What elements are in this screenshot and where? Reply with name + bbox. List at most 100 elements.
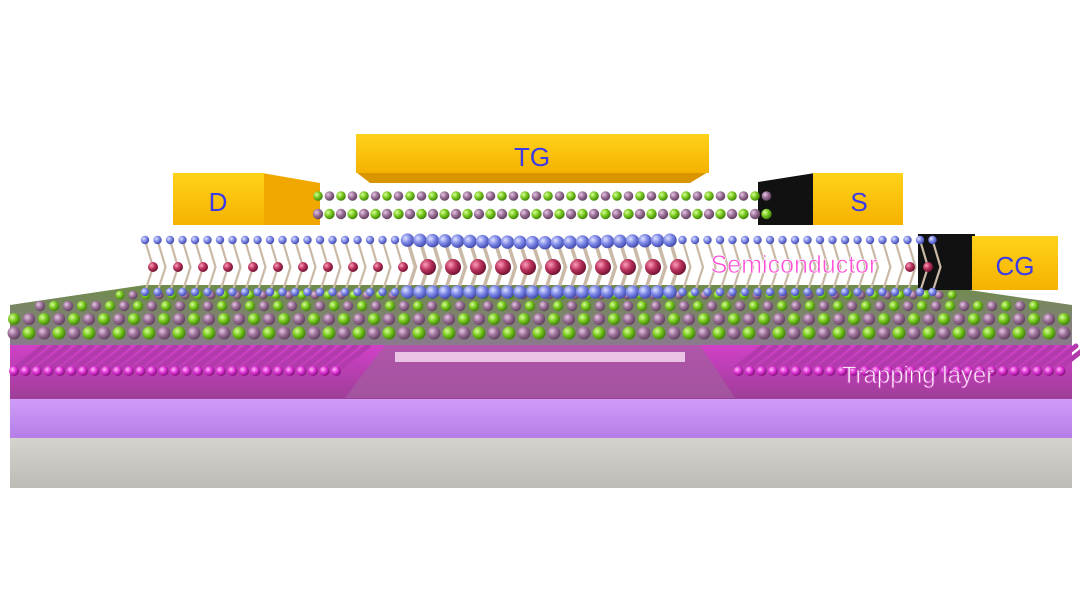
chalcogen-atom xyxy=(240,235,250,245)
bond xyxy=(356,265,367,294)
chalcogen-atom xyxy=(865,287,875,297)
trap-atom xyxy=(135,366,146,376)
hbn-atom xyxy=(937,326,951,340)
chalcogen-atom xyxy=(690,235,700,245)
chalcogen-atom xyxy=(365,287,375,297)
bond xyxy=(706,238,717,269)
hbn-atom xyxy=(524,300,536,312)
hbn-atom xyxy=(577,191,588,201)
hbn-atom xyxy=(413,313,425,325)
hbn-atom xyxy=(398,300,410,312)
trap-atom xyxy=(193,366,203,376)
hbn-atom xyxy=(715,191,726,201)
chalcogen-atom xyxy=(265,235,275,245)
hbn-atom xyxy=(128,290,138,300)
trap-atom xyxy=(147,366,157,376)
bond xyxy=(61,343,95,371)
chalcogen-atom xyxy=(753,287,762,297)
chalcogen-atom xyxy=(728,235,737,245)
hbn-atom xyxy=(440,300,452,312)
hbn-atom xyxy=(160,300,172,312)
hbn-atom xyxy=(356,300,368,312)
bond xyxy=(756,265,767,294)
trap-atom xyxy=(1055,366,1066,376)
trapping-layer-label: Trapping layer xyxy=(842,362,995,389)
bond xyxy=(169,343,203,371)
hbn-atom xyxy=(893,313,905,325)
hbn-atom xyxy=(668,313,680,325)
hbn-atom xyxy=(405,191,415,201)
chalcogen-atom xyxy=(703,235,712,245)
hbn-atom xyxy=(554,191,565,201)
hbn-atom xyxy=(986,300,998,312)
hbn-atom xyxy=(468,300,480,312)
hbn-atom xyxy=(393,191,404,201)
hbn-atom xyxy=(761,208,772,220)
bond xyxy=(781,343,815,371)
metal-atom xyxy=(398,262,408,272)
hbn-atom xyxy=(293,313,305,325)
hbn-atom xyxy=(457,326,471,340)
semiconductor-atoms xyxy=(140,233,942,299)
hbn-atom xyxy=(336,191,346,201)
bond xyxy=(853,343,887,371)
chalcogen-atom xyxy=(513,235,527,250)
hbn-atom xyxy=(202,300,214,312)
trap-atom xyxy=(837,366,847,376)
hbn-atom xyxy=(818,300,830,312)
bond xyxy=(985,343,1019,371)
hbn-atom xyxy=(664,300,676,312)
bond xyxy=(306,265,317,294)
bond xyxy=(889,343,923,371)
bond xyxy=(231,238,242,269)
trapping-layer-atoms xyxy=(9,343,1080,376)
chalcogen-atom xyxy=(638,285,652,299)
bond xyxy=(806,265,817,294)
hbn-atom xyxy=(623,191,634,201)
bond xyxy=(881,238,892,269)
trap-atom xyxy=(860,366,870,376)
bond xyxy=(781,238,792,269)
hbn-atom xyxy=(692,300,704,312)
hbn-atom xyxy=(908,313,920,325)
hbn-atom xyxy=(416,208,427,220)
metal-atom xyxy=(298,262,308,272)
chalcogen-atom xyxy=(928,235,937,245)
chalcogen-atom xyxy=(365,235,375,245)
trap-atom xyxy=(1044,366,1054,376)
metal-atom xyxy=(223,262,233,272)
hbn-atom xyxy=(776,300,788,312)
hbn-atom xyxy=(916,300,928,312)
bond xyxy=(743,265,755,294)
hbn-atom xyxy=(1000,300,1012,312)
hbn-atom xyxy=(580,300,592,312)
hbn-atom xyxy=(930,300,942,312)
bond xyxy=(856,238,867,269)
chalcogen-atom xyxy=(153,287,162,297)
hbn-atom xyxy=(761,191,772,201)
chalcogen-atom xyxy=(425,233,440,248)
bond xyxy=(865,343,899,371)
bond xyxy=(25,343,59,371)
hbn-atom xyxy=(427,208,439,220)
trap-atom xyxy=(963,366,974,376)
hbn-atom xyxy=(393,208,404,220)
bond xyxy=(301,343,335,371)
hbn-atom xyxy=(384,300,396,312)
bond xyxy=(1045,343,1079,371)
chalcogen-atom xyxy=(538,285,552,299)
chalcogen-atom xyxy=(690,287,700,297)
chalcogen-atom xyxy=(915,287,925,297)
hbn-atom xyxy=(704,191,714,201)
chalcogen-atom xyxy=(425,285,440,299)
oxide-layer xyxy=(10,398,1072,438)
bond xyxy=(217,343,251,371)
hbn-atom xyxy=(762,300,774,312)
hbn-atom xyxy=(646,191,657,201)
hbn-atom xyxy=(653,313,665,325)
hbn-atom xyxy=(485,191,496,201)
chalcogen-atom xyxy=(140,235,150,245)
hbn-atom xyxy=(923,313,935,325)
bond xyxy=(769,343,803,371)
hbn-atom xyxy=(697,326,711,340)
